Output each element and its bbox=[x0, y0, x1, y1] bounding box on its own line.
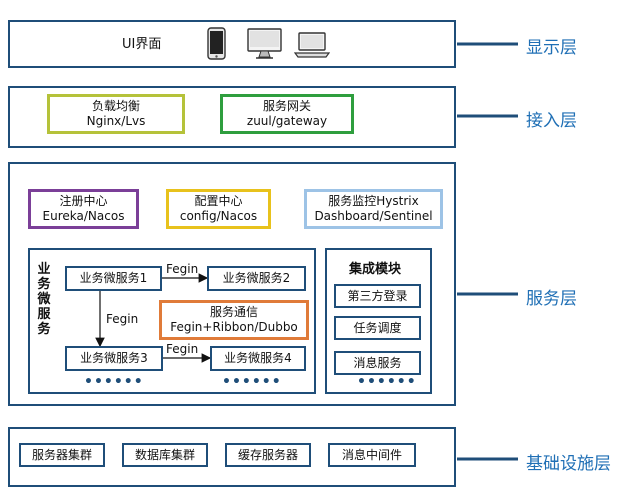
integration-module-title: 集成模块 bbox=[349, 262, 402, 277]
registry-title: 注册中心 bbox=[59, 194, 108, 208]
ellipsis-right: •••••• bbox=[222, 374, 282, 390]
integration-item-label: 任务调度 bbox=[353, 320, 402, 335]
access-layer-label: 接入层 bbox=[526, 111, 577, 131]
display-layer: UI界面 bbox=[8, 20, 456, 68]
service-layer bbox=[8, 162, 456, 406]
microservice-2-label: 业务微服务2 bbox=[222, 271, 291, 285]
microservice-3: 业务微服务3 bbox=[65, 346, 163, 371]
gateway-title: 服务网关 bbox=[262, 99, 311, 113]
infra-item-label: 数据库集群 bbox=[134, 447, 195, 462]
service-layer-label: 服务层 bbox=[526, 289, 577, 309]
service-communication-title: 服务通信 bbox=[209, 305, 258, 319]
business-microservices-title-text: 业务微服务 bbox=[37, 262, 51, 337]
monitor-title: 服务监控Hystrix bbox=[328, 194, 419, 208]
microservice-4: 业务微服务4 bbox=[210, 346, 306, 371]
phone-icon bbox=[207, 27, 226, 60]
service-communication-tech: Fegin+Ribbon/Dubbo bbox=[170, 320, 298, 334]
monitor-tech: Dashboard/Sentinel bbox=[314, 209, 433, 223]
ui-label: UI界面 bbox=[122, 37, 162, 52]
display-layer-label: 显示层 bbox=[526, 38, 577, 58]
infra-item-cache-server: 缓存服务器 bbox=[225, 443, 311, 467]
infrastructure-layer bbox=[8, 427, 456, 487]
registry-tech: Eureka/Nacos bbox=[42, 209, 125, 223]
microservice-1: 业务微服务1 bbox=[65, 266, 162, 291]
integration-item-third-party-login: 第三方登录 bbox=[334, 284, 421, 308]
service-communication-box: 服务通信 Fegin+Ribbon/Dubbo bbox=[159, 300, 309, 340]
infra-item-server-cluster: 服务器集群 bbox=[19, 443, 105, 467]
infra-item-label: 消息中间件 bbox=[341, 447, 402, 462]
infrastructure-layer-label: 基础设施层 bbox=[526, 454, 611, 474]
integration-item-label: 第三方登录 bbox=[347, 288, 408, 303]
fegin-label-bottom: Fegin bbox=[166, 342, 199, 356]
infra-item-database-cluster: 数据库集群 bbox=[122, 443, 208, 467]
infra-item-label: 缓存服务器 bbox=[237, 447, 298, 462]
fegin-label-left: Fegin bbox=[106, 312, 139, 326]
load-balancer-tech: Nginx/Lvs bbox=[86, 114, 146, 128]
integration-item-label: 消息服务 bbox=[353, 355, 402, 370]
config-tech: config/Nacos bbox=[179, 209, 258, 223]
integration-item-message-service: 消息服务 bbox=[334, 351, 421, 375]
microservice-3-label: 业务微服务3 bbox=[80, 351, 148, 365]
load-balancer-title: 负载均衡 bbox=[91, 99, 140, 113]
integration-module-container bbox=[325, 248, 432, 394]
monitor-box: 服务监控Hystrix Dashboard/Sentinel bbox=[304, 189, 443, 229]
integration-item-task-scheduling: 任务调度 bbox=[334, 316, 421, 340]
gateway-tech: zuul/gateway bbox=[246, 114, 328, 128]
laptop-icon bbox=[294, 32, 330, 58]
microservice-2: 业务微服务2 bbox=[207, 266, 306, 291]
desktop-monitor-icon bbox=[247, 28, 282, 59]
ellipsis-integration: •••••• bbox=[357, 374, 417, 390]
fegin-label-top: Fegin bbox=[166, 262, 199, 276]
config-box: 配置中心 config/Nacos bbox=[166, 189, 271, 229]
access-layer bbox=[8, 86, 456, 148]
load-balancer-box: 负载均衡 Nginx/Lvs bbox=[47, 94, 185, 134]
registry-box: 注册中心 Eureka/Nacos bbox=[28, 189, 139, 229]
microservice-1-label: 业务微服务1 bbox=[79, 271, 148, 285]
infra-item-message-middleware: 消息中间件 bbox=[328, 443, 416, 467]
business-microservices-title: 业务微服务 bbox=[36, 262, 52, 337]
config-title: 配置中心 bbox=[194, 194, 243, 208]
business-microservices-container bbox=[28, 248, 316, 394]
infra-item-label: 服务器集群 bbox=[31, 447, 92, 462]
microservice-4-label: 业务微服务4 bbox=[224, 351, 292, 365]
gateway-box: 服务网关 zuul/gateway bbox=[220, 94, 354, 134]
ellipsis-left: •••••• bbox=[84, 374, 144, 390]
